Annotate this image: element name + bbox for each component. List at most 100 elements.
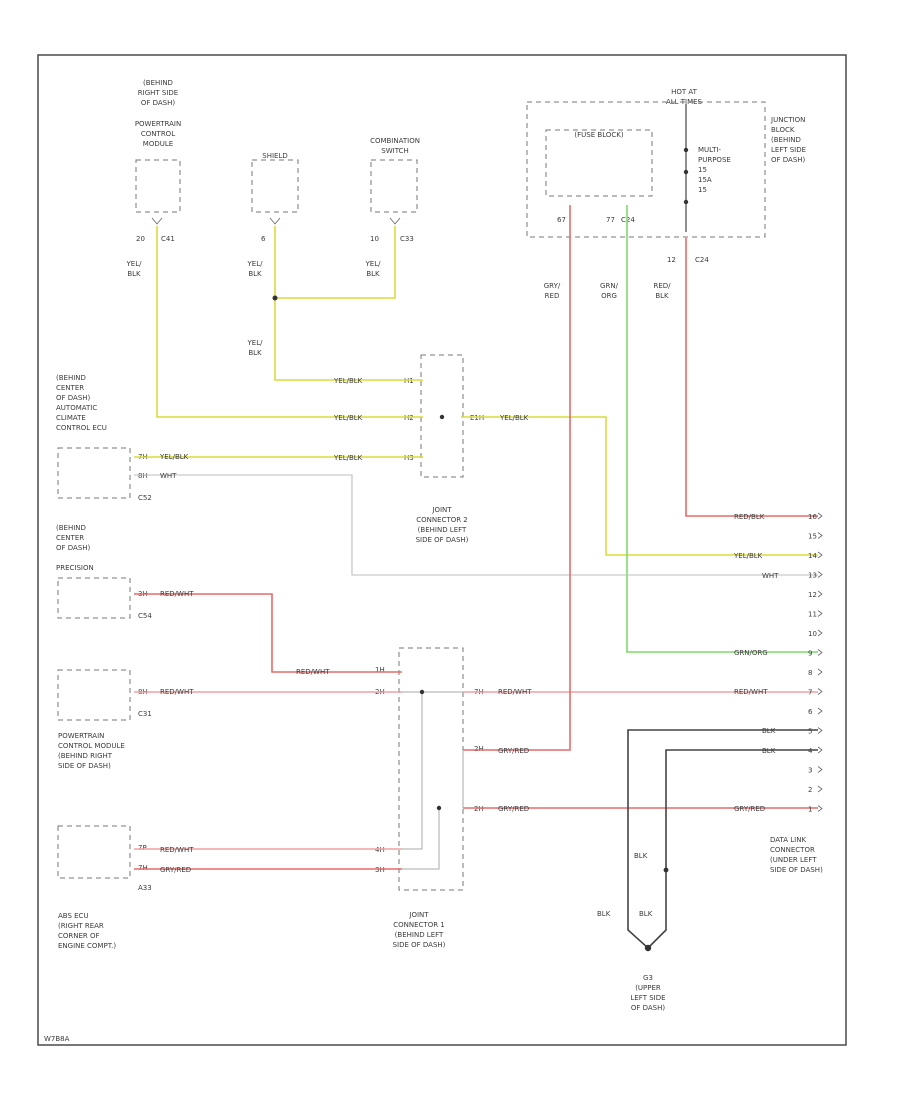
dlc-pin-16: 16 bbox=[808, 513, 817, 521]
dlc-pin-marker-6 bbox=[817, 707, 823, 715]
pcm2-connector: C31 bbox=[138, 710, 152, 718]
svg-text:OF DASH): OF DASH) bbox=[631, 1004, 666, 1012]
svg-text:RED: RED bbox=[545, 292, 560, 300]
pcm-connector: C41 bbox=[161, 235, 175, 243]
svg-text:JUNCTION: JUNCTION bbox=[770, 116, 805, 124]
label-blk-dlc-1: BLK bbox=[762, 727, 776, 735]
dlc-pin-13: 13 bbox=[808, 572, 817, 580]
svg-text:YEL/: YEL/ bbox=[247, 260, 264, 268]
fuse-block-inner bbox=[545, 129, 653, 197]
dlc-pin-marker-5 bbox=[817, 727, 823, 734]
svg-text:CONNECTOR 1: CONNECTOR 1 bbox=[393, 921, 445, 929]
svg-text:ABS ECU: ABS ECU bbox=[58, 912, 89, 920]
gry-red-wire-label: GRY/ RED bbox=[544, 282, 561, 300]
svg-text:ENGINE COMPT.): ENGINE COMPT.) bbox=[58, 942, 116, 950]
svg-text:15A: 15A bbox=[698, 176, 712, 184]
pcm-wire-label: YEL/ BLK bbox=[126, 260, 143, 278]
combo-pin-marker bbox=[389, 217, 401, 225]
junction-block-label: JUNCTION BLOCK (BEHIND LEFT SIDE OF DASH… bbox=[770, 116, 806, 164]
svg-text:SIDE OF DASH): SIDE OF DASH) bbox=[393, 941, 446, 949]
svg-text:SIDE OF DASH): SIDE OF DASH) bbox=[58, 762, 111, 770]
shield-splice bbox=[272, 295, 278, 301]
dlc-pin-marker-9 bbox=[817, 649, 823, 656]
ground-splice bbox=[663, 867, 669, 873]
dlc-pin-3: 3 bbox=[808, 767, 812, 775]
joint-connector-1-label: JOINT CONNECTOR 1 (BEHIND LEFT SIDE OF D… bbox=[393, 911, 446, 949]
dlc-pin-marker-15 bbox=[817, 532, 823, 539]
svg-text:SWITCH: SWITCH bbox=[381, 147, 408, 155]
j1-splice-2 bbox=[436, 805, 442, 811]
red-blk-wire-label: RED/ BLK bbox=[653, 282, 671, 300]
dlc-pin-marker-4 bbox=[817, 746, 823, 754]
shield-lower-wire-label: YEL/ BLK bbox=[247, 339, 264, 357]
dlc-pin-2: 2 bbox=[808, 786, 812, 794]
svg-text:LEFT SIDE: LEFT SIDE bbox=[771, 146, 806, 154]
j2-splice bbox=[439, 414, 445, 420]
j2-pin-1: H1 bbox=[404, 377, 414, 385]
dlc-pin-1: 1 bbox=[808, 806, 812, 814]
label-redwht-j1in: RED/WHT bbox=[296, 668, 330, 676]
climate-ecu-label: (BEHIND CENTER OF DASH) AUTOMATIC CLIMAT… bbox=[56, 374, 107, 432]
combo-pin: 10 bbox=[370, 235, 379, 243]
svg-text:POWERTRAIN: POWERTRAIN bbox=[58, 732, 104, 740]
svg-text:CENTER: CENTER bbox=[56, 384, 84, 392]
svg-text:OF DASH): OF DASH) bbox=[56, 544, 91, 552]
fuse-node-2 bbox=[683, 169, 689, 175]
label-gryred-j1out: GRY/RED bbox=[498, 747, 529, 755]
svg-text:OF DASH): OF DASH) bbox=[771, 156, 806, 164]
wire-precision-red bbox=[134, 593, 402, 673]
wire-green bbox=[626, 205, 818, 653]
j2-pin-3: H3 bbox=[404, 454, 414, 462]
fuse-pin-a: 67 bbox=[557, 216, 566, 224]
svg-text:G3: G3 bbox=[643, 974, 653, 982]
dlc-pin-12: 12 bbox=[808, 591, 817, 599]
svg-text:(BEHIND: (BEHIND bbox=[56, 524, 86, 532]
wire-blk-2 bbox=[647, 749, 818, 949]
climate-ecu-component bbox=[57, 447, 131, 499]
shield-label: SHIELD bbox=[262, 152, 287, 160]
svg-text:OF DASH): OF DASH) bbox=[56, 394, 91, 402]
dlc-pin-6: 6 bbox=[808, 708, 813, 716]
fuse-connector: C24 bbox=[621, 216, 635, 224]
shield-pin-marker bbox=[269, 217, 281, 225]
label-yelblk-2: YEL/BLK bbox=[333, 414, 363, 422]
dlc-pin-5: 5 bbox=[808, 728, 812, 736]
shield-wire-label: YEL/ BLK bbox=[247, 260, 264, 278]
label-blk-vert-2: BLK bbox=[597, 910, 611, 918]
label-blk-dlc-2: BLK bbox=[762, 747, 776, 755]
wire-combo-yellow bbox=[275, 226, 396, 299]
svg-text:HOT AT: HOT AT bbox=[671, 88, 698, 96]
label-gryred-abs: GRY/RED bbox=[160, 866, 191, 874]
svg-text:MULTI-: MULTI- bbox=[698, 146, 721, 154]
label-redwht-abs: RED/WHT bbox=[160, 846, 194, 854]
dlc-pin-14: 14 bbox=[808, 552, 817, 560]
svg-text:CONTROL MODULE: CONTROL MODULE bbox=[58, 742, 125, 750]
svg-text:(BEHIND: (BEHIND bbox=[143, 79, 173, 87]
svg-text:SIDE OF DASH): SIDE OF DASH) bbox=[416, 536, 469, 544]
label-wht-ecu: WHT bbox=[160, 472, 177, 480]
combo-connector: C33 bbox=[400, 235, 414, 243]
yellow-wires bbox=[134, 226, 818, 556]
dlc-pin-marker-1 bbox=[817, 805, 823, 812]
jb-pin: 12 bbox=[667, 256, 676, 264]
grn-org-wire-label: GRN/ ORG bbox=[600, 282, 619, 300]
dlc-pin-marker-10 bbox=[817, 629, 823, 637]
svg-text:LEFT SIDE: LEFT SIDE bbox=[630, 994, 665, 1002]
j2-pin-2: H2 bbox=[404, 414, 414, 422]
svg-text:15: 15 bbox=[698, 166, 707, 174]
dlc-pin-9: 9 bbox=[808, 650, 812, 658]
svg-text:GRY/: GRY/ bbox=[544, 282, 561, 290]
abs-ecu-component bbox=[57, 825, 131, 879]
label-yelblk-dlc: YEL/BLK bbox=[733, 552, 763, 560]
dlc-pin-8: 8 bbox=[808, 669, 812, 677]
hot-at-label: HOT AT ALL TIMES bbox=[666, 88, 703, 106]
label-blk-vert-1: BLK bbox=[634, 852, 648, 860]
wire-shield-yellow bbox=[274, 226, 423, 381]
svg-text:CENTER: CENTER bbox=[56, 534, 84, 542]
label-redwht-j1out: RED/WHT bbox=[498, 688, 532, 696]
precision-label: (BEHIND CENTER OF DASH) PRECISION bbox=[56, 524, 94, 572]
fuse-node-3 bbox=[683, 199, 689, 205]
svg-text:ORG: ORG bbox=[601, 292, 617, 300]
